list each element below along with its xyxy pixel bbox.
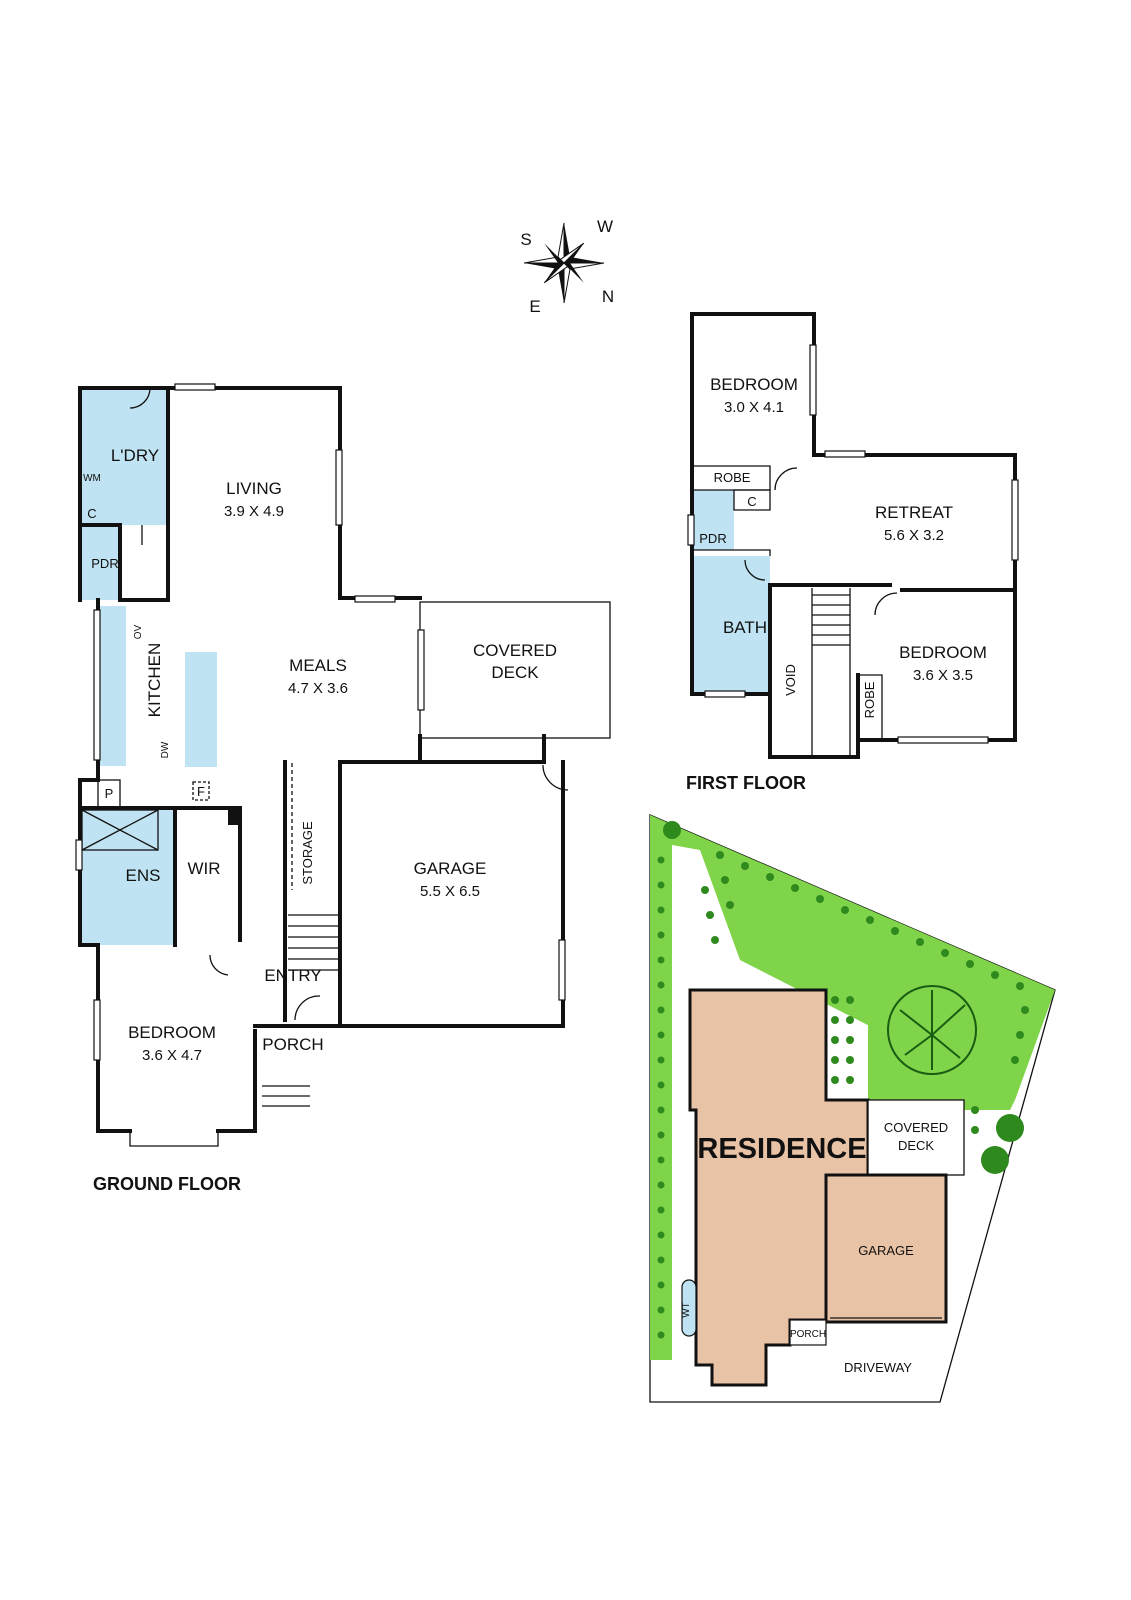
ground-cupboard-label: C	[87, 506, 96, 521]
dishwasher-label: DW	[160, 741, 171, 758]
ground-covered-deck-label-1: COVERED	[473, 641, 557, 660]
compass-rose-icon	[523, 222, 605, 304]
first-floor-plan	[687, 312, 1019, 759]
washing-machine-label: WM	[83, 473, 101, 484]
ensuite-label: ENS	[126, 866, 161, 885]
first-floor-title: FIRST FLOOR	[686, 773, 806, 793]
kitchen-bench-area	[98, 606, 126, 766]
first-bedroom2-label: BEDROOM	[899, 643, 987, 662]
living-label: LIVING	[226, 479, 282, 498]
residence-label: RESIDENCE	[697, 1133, 866, 1165]
ensuite-area	[80, 808, 175, 945]
powder-area	[80, 525, 120, 600]
driveway-label: DRIVEWAY	[844, 1360, 912, 1375]
site-covered-deck-label-1: COVERED	[884, 1120, 948, 1135]
garage-label: GARAGE	[414, 859, 487, 878]
ground-bedroom-label: BEDROOM	[128, 1023, 216, 1042]
ground-floor-title: GROUND FLOOR	[93, 1174, 241, 1194]
retreat-dims: 5.6 X 3.2	[884, 527, 944, 544]
void-label: VOID	[783, 664, 798, 696]
compass-label-w: W	[597, 217, 613, 236]
site-plan	[649, 814, 1056, 1403]
compass-label-s: S	[520, 230, 531, 249]
first-robe2-label: ROBE	[862, 681, 877, 718]
kitchen-label: KITCHEN	[145, 643, 164, 718]
shrub-icon	[996, 1114, 1024, 1142]
shrub-icon	[981, 1146, 1009, 1174]
wir-label: WIR	[187, 859, 220, 878]
garage-dims: 5.5 X 6.5	[420, 883, 480, 900]
living-dims: 3.9 X 4.9	[224, 503, 284, 520]
oven-label: OV	[133, 624, 144, 639]
retreat-label: RETREAT	[875, 503, 953, 522]
meals-label: MEALS	[289, 656, 347, 675]
first-bedroom1-label: BEDROOM	[710, 375, 798, 394]
shrub-icon	[663, 821, 681, 839]
ground-floor-plan	[75, 383, 611, 1147]
laundry-area	[80, 388, 168, 525]
first-cupboard-label: C	[747, 494, 756, 509]
site-porch-label: PORCH	[790, 1329, 826, 1340]
porch-label: PORCH	[262, 1035, 323, 1054]
first-powder-area	[692, 490, 734, 550]
ground-bedroom-dims: 3.6 X 4.7	[142, 1047, 202, 1064]
fridge-label: F	[197, 784, 205, 799]
first-bedroom1-dims: 3.0 X 4.1	[724, 399, 784, 416]
laundry-label: L'DRY	[111, 446, 159, 465]
meals-dims: 4.7 X 3.6	[288, 680, 348, 697]
site-covered-deck-label-2: DECK	[898, 1138, 934, 1153]
site-garage-label: GARAGE	[858, 1243, 914, 1258]
compass-label-n: N	[602, 287, 614, 306]
first-robe1-label: ROBE	[714, 470, 751, 485]
compass-label-e: E	[529, 297, 540, 316]
storage-label: STORAGE	[300, 821, 315, 885]
ground-powder-label: PDR	[91, 556, 118, 571]
ground-covered-deck-label-2: DECK	[491, 663, 539, 682]
bath-label: BATH	[723, 618, 767, 637]
first-bedroom2-dims: 3.6 X 3.5	[913, 667, 973, 684]
water-tank-label: WT	[681, 1302, 692, 1318]
first-powder-label: PDR	[699, 531, 726, 546]
kitchen-island	[185, 652, 217, 767]
entry-label: ENTRY	[264, 966, 321, 985]
pantry-label: P	[105, 786, 114, 801]
